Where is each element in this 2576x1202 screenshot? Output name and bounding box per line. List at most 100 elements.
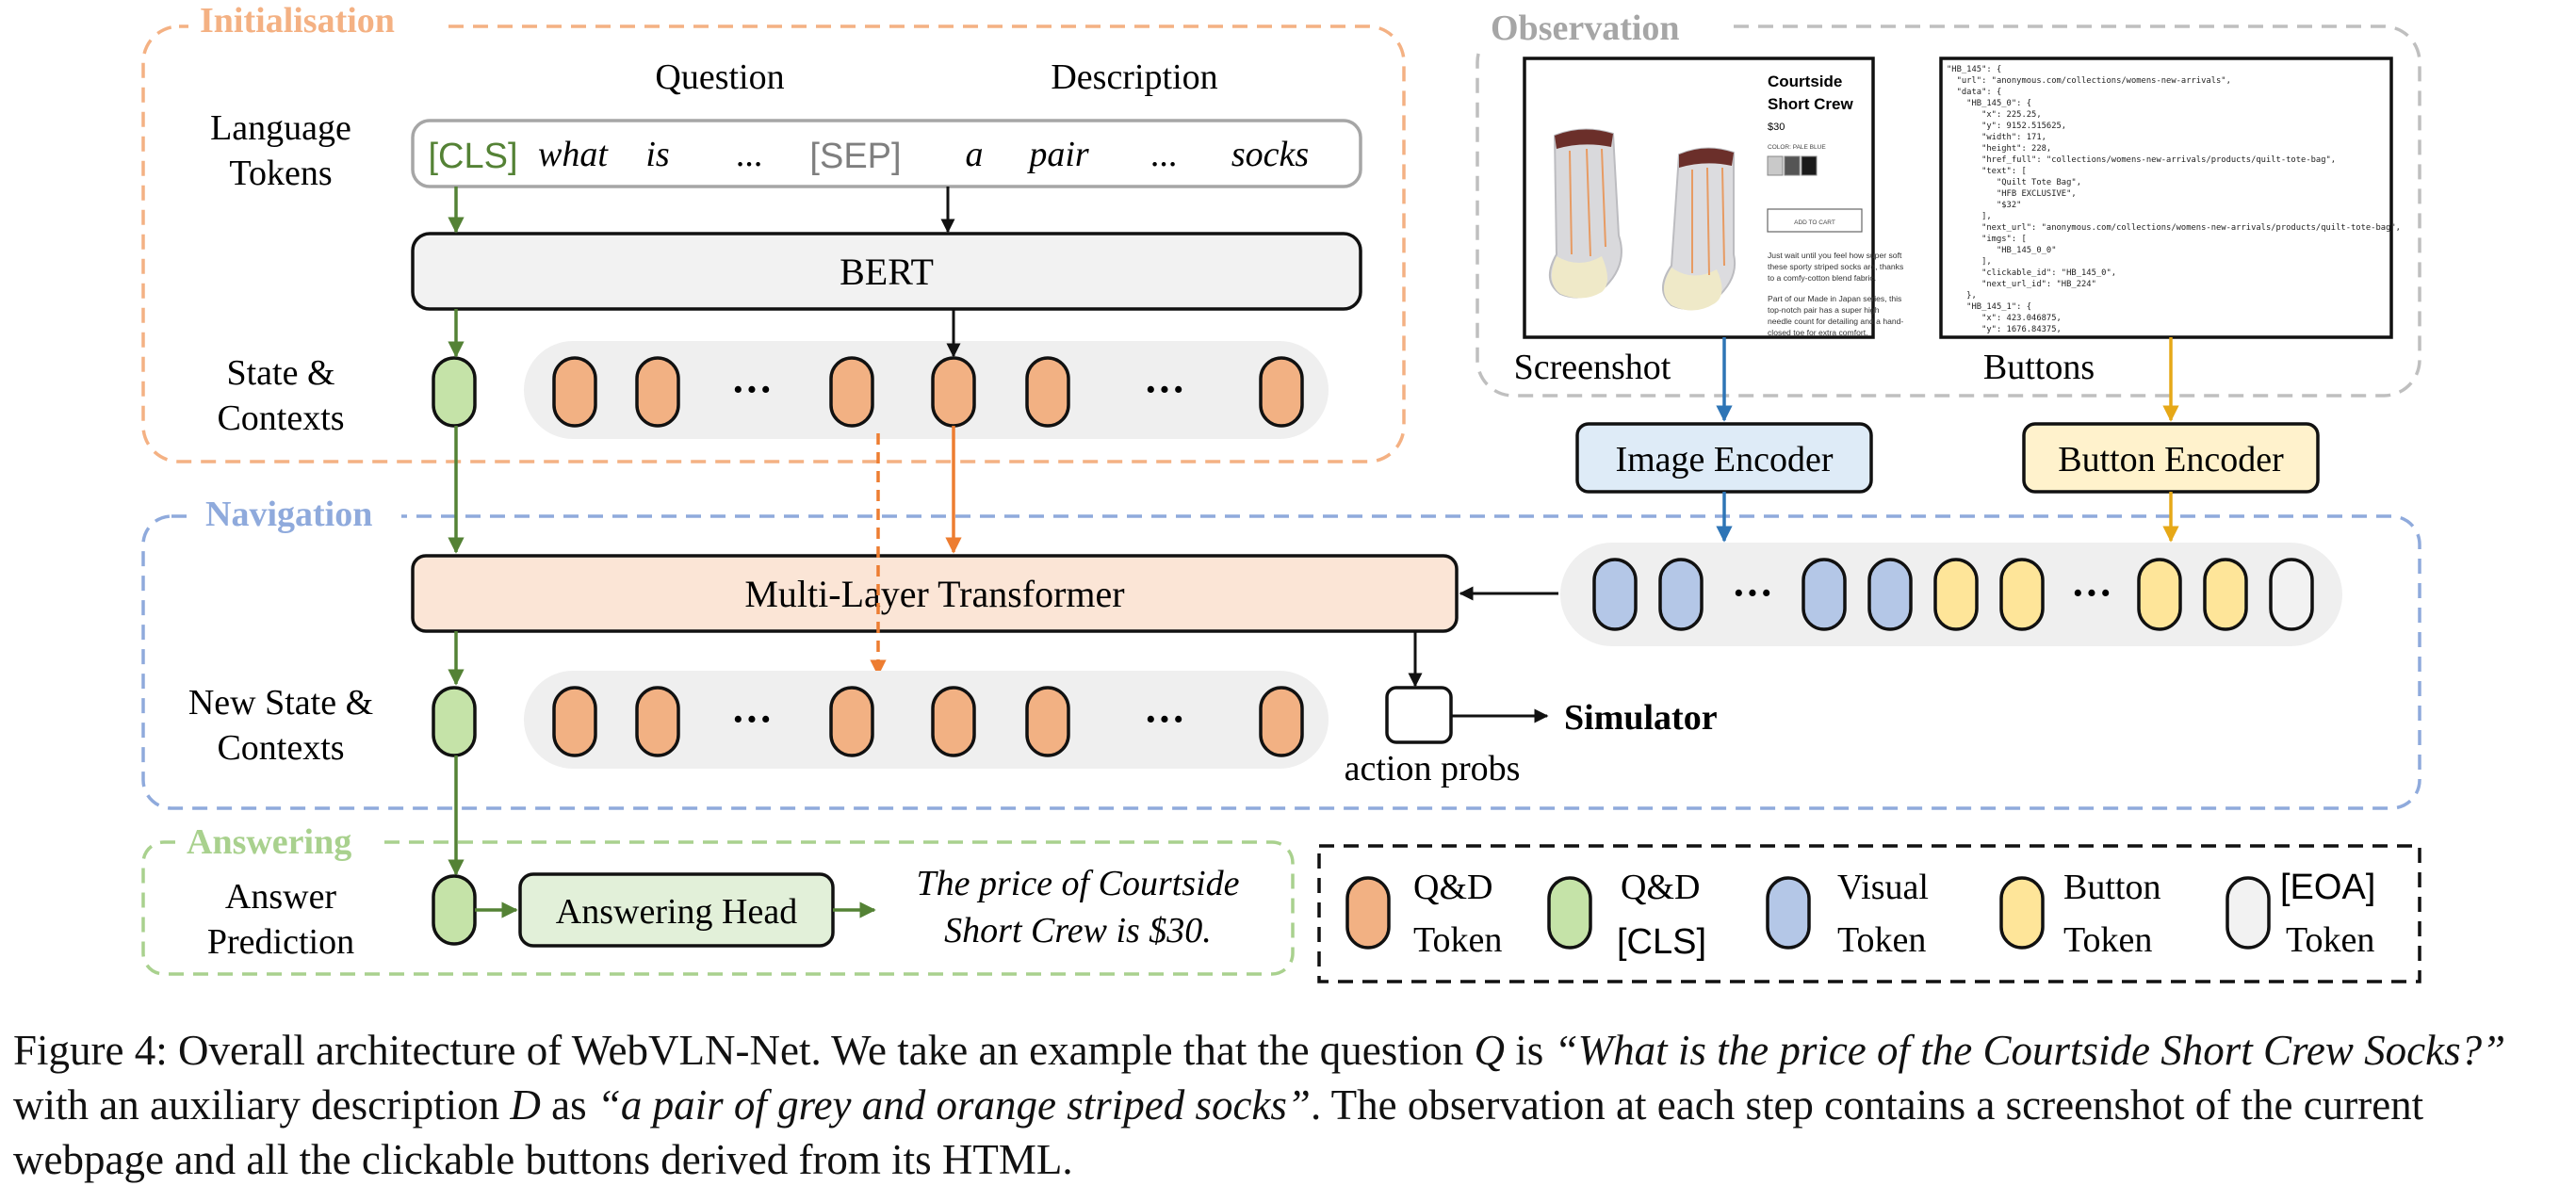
svg-text:"$32": "$32": [1947, 201, 2021, 210]
legend-swatch-eoa: [2225, 876, 2271, 950]
visual-token: [1867, 558, 1913, 631]
answer-output-1: The price of Courtside: [916, 864, 1239, 903]
legend-label-qd-cls-2: [CLS]: [1617, 922, 1706, 962]
qd-token: [552, 686, 597, 757]
svg-text:"href_full": "collections/wome: "href_full": "collections/womens-new-arr…: [1947, 155, 2336, 165]
svg-text:"data": {: "data": {: [1947, 88, 2001, 97]
caption-prefix: Figure 4: Overall architecture of WebVLN…: [13, 1027, 1475, 1074]
svg-text:"height": 228,: "height": 228,: [1947, 144, 2051, 154]
ellipsis-dots: ···: [1732, 570, 1773, 616]
transformer-label: Multi-Layer Transformer: [744, 573, 1124, 615]
eoa-token: [2269, 558, 2314, 631]
answer-cls-token: [432, 874, 477, 946]
legend-swatch-qd-cls: [1547, 876, 1592, 950]
observation-title: Observation: [1491, 8, 1680, 48]
answer-label-2: Prediction: [207, 922, 354, 962]
color-swatch: [1784, 155, 1801, 176]
button-encoder-label: Button Encoder: [2058, 440, 2284, 479]
caption-q-symbol: Q: [1474, 1027, 1506, 1074]
qd-token: [635, 686, 680, 757]
ellipsis-dots: ···: [1144, 696, 1185, 742]
color-swatch: [1767, 155, 1784, 176]
svg-text:Just wait until you feel how s: Just wait until you feel how super soft: [1768, 251, 1902, 260]
qd-token: [1025, 356, 1070, 428]
screenshot-label: Screenshot: [1514, 348, 1671, 387]
init-context-tokens: [552, 356, 1304, 428]
svg-text:"HB_145_0_0": "HB_145_0_0": [1947, 246, 2057, 255]
context-token-band: [524, 341, 1329, 439]
qd-token: [931, 686, 976, 757]
figure-caption: Figure 4: Overall architecture of WebVLN…: [13, 1023, 2563, 1187]
state-contexts-label-1: State &: [226, 353, 334, 393]
navigation-frame: [141, 514, 2421, 810]
button-token: [2203, 558, 2248, 631]
svg-text:top-notch pair has a super hig: top-notch pair has a super high: [1768, 305, 1880, 315]
answer-output-2: Short Crew is $30.: [944, 911, 1212, 950]
answering-head-label: Answering Head: [556, 892, 797, 932]
legend-label-eoa-1: [EOA]: [2280, 868, 2375, 907]
button-token: [2137, 558, 2182, 631]
color-swatch: [1801, 155, 1818, 176]
visual-token: [1658, 558, 1704, 631]
language-tokens-box: [411, 119, 1362, 188]
legend-items: [1345, 876, 2271, 950]
action-probs-box: [1385, 686, 1453, 744]
token-what: what: [538, 135, 609, 174]
ellipsis-dots: ···: [2071, 570, 2112, 616]
visual-token: [1592, 558, 1638, 631]
bert-box: [411, 232, 1362, 311]
svg-text:"clickable_id": "HB_145_0",: "clickable_id": "HB_145_0",: [1947, 268, 2116, 278]
question-label: Question: [655, 57, 784, 97]
button-token: [1933, 558, 1979, 631]
ellipsis-dots: ···: [731, 366, 773, 413]
svg-text:"HB_145_0": {: "HB_145_0": {: [1947, 99, 2031, 108]
svg-text:"x": 225.25,: "x": 225.25,: [1947, 110, 2042, 120]
svg-text:"HFB EXCLUSIVE",: "HFB EXCLUSIVE",: [1947, 189, 2077, 199]
caption-text: as: [540, 1081, 597, 1129]
token-ellipsis-1: ...: [737, 135, 764, 174]
qd-token: [552, 356, 597, 428]
buttons-json-text: "HB_145": { "url": "anonymous.com/collec…: [1947, 65, 2401, 334]
svg-text:"Quilt Tote Bag",: "Quilt Tote Bag",: [1947, 178, 2081, 187]
qd-token: [1259, 686, 1304, 757]
legend-label-qd-token-2: Token: [1413, 920, 1502, 960]
description-label: Description: [1051, 57, 1217, 97]
button-token: [1999, 558, 2045, 631]
token-ellipsis-2: ...: [1151, 135, 1179, 174]
caption-description-quote: “a pair of grey and orange striped socks…: [596, 1081, 1311, 1129]
caption-question-quote: “What is the price of the Courtside Shor…: [1554, 1027, 2506, 1074]
caption-d-symbol: D: [510, 1081, 541, 1129]
new-context-token-band: [524, 671, 1329, 769]
state-contexts-label-2: Contexts: [217, 398, 344, 438]
svg-text:"y": 9152.515625,: "y": 9152.515625,: [1947, 122, 2066, 131]
product-color-label: COLOR: PALE BLUE: [1768, 144, 1826, 151]
svg-text:"y": 1676.84375,: "y": 1676.84375,: [1947, 325, 2062, 334]
initialisation-frame: [141, 24, 1406, 463]
qd-token: [1259, 356, 1304, 428]
buttons-label: Buttons: [1983, 348, 2095, 387]
answering-frame: [141, 840, 1295, 976]
caption-text: is: [1505, 1027, 1555, 1074]
svg-text:"HB_145_1": {: "HB_145_1": {: [1947, 302, 2031, 312]
bert-label: BERT: [840, 251, 934, 293]
new-state-label-1: New State &: [188, 683, 373, 723]
legend-label-qd-cls-1: Q&D: [1621, 868, 1700, 907]
svg-text:"next_url_id": "HB_224": "next_url_id": "HB_224": [1947, 280, 2096, 289]
svg-text:],: ],: [1947, 212, 1992, 221]
legend-swatch-visual: [1766, 876, 1811, 950]
ellipsis-dots: ···: [1144, 366, 1185, 413]
answering-title: Answering: [187, 822, 351, 862]
token-socks: socks: [1231, 135, 1309, 174]
qd-token: [829, 686, 874, 757]
token-sep: [SEP]: [809, 137, 901, 176]
observation-tokens: [1592, 558, 2314, 631]
new-context-tokens: [552, 686, 1304, 757]
answer-label-1: Answer: [225, 877, 337, 917]
caption-suffix: . The observation at each step contains …: [13, 1081, 2424, 1183]
add-to-cart-button: [1767, 208, 1863, 233]
simulator-label: Simulator: [1564, 698, 1718, 738]
qd-token: [1025, 686, 1070, 757]
legend-swatch-button: [1999, 876, 2045, 950]
navigation-title: Navigation: [205, 495, 372, 534]
svg-text:"text": [: "text": [: [1947, 167, 2027, 176]
